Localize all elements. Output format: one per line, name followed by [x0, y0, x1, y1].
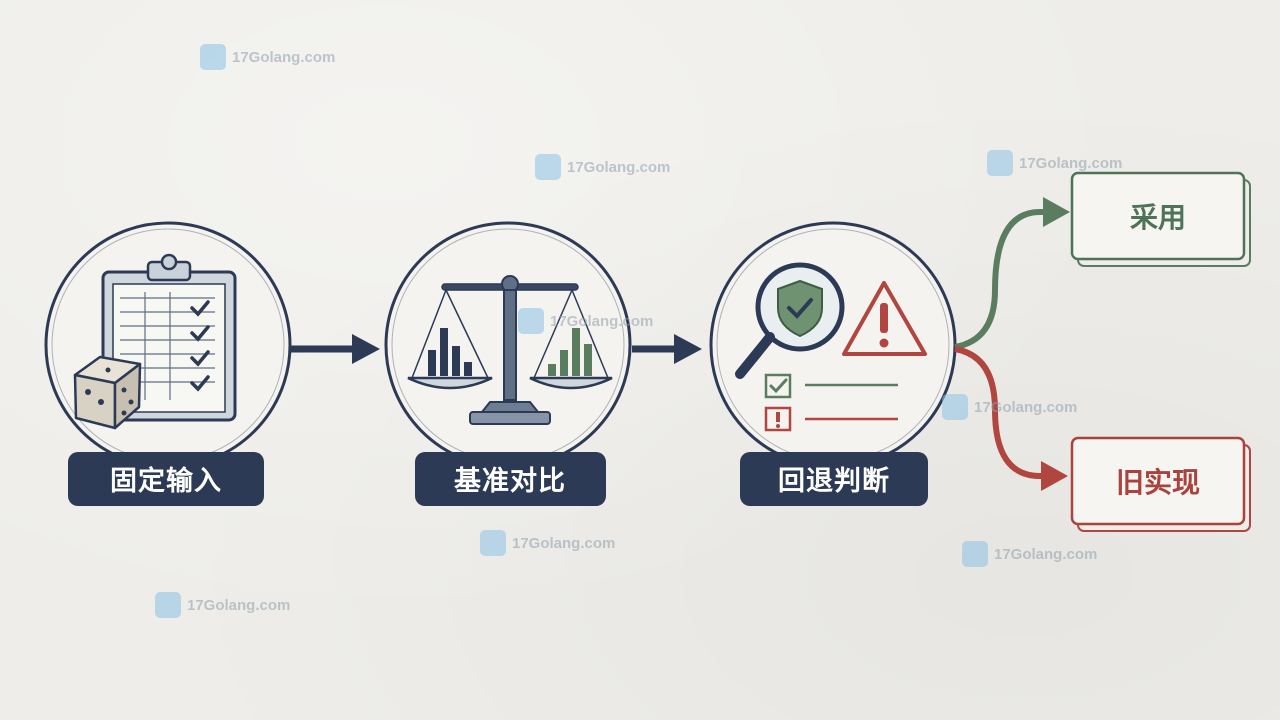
watermark-logo-icon: [480, 530, 506, 556]
watermark-logo-icon: [942, 394, 968, 420]
branch-arrow-adopt: [954, 197, 1070, 350]
outcome-old-label: 旧实现: [1116, 466, 1200, 499]
watermark-domain: 17Golang.com: [567, 158, 671, 176]
magnifier-warning-icon: [735, 262, 927, 432]
watermark: 17Golang.com: [155, 592, 290, 618]
watermark: 17Golang.com: [942, 394, 1077, 420]
outcome-adopt-label: 采用: [1130, 201, 1186, 234]
watermark: 17Golang.com: [535, 154, 670, 180]
arrow-2: [632, 334, 702, 364]
watermark: 17Golang.com: [987, 150, 1122, 176]
watermark-logo-icon: [962, 541, 988, 567]
watermark-domain: 17Golang.com: [1019, 154, 1123, 172]
step-2-label-pill: 基准对比: [415, 452, 606, 506]
watermark-domain: 17Golang.com: [994, 545, 1098, 563]
step-3-label: 回退判断: [778, 466, 890, 497]
watermark-domain: 17Golang.com: [974, 398, 1078, 416]
clipboard-dice-icon: [73, 253, 237, 430]
balance-scale-icon: [407, 275, 613, 425]
branch-arrow-old: [954, 346, 1068, 491]
step-2-label: 基准对比: [454, 466, 566, 497]
watermark: 17Golang.com: [480, 530, 615, 556]
step-3-label-pill: 回退判断: [740, 452, 928, 506]
step-1-label-pill: 固定输入: [68, 452, 264, 506]
watermark-logo-icon: [987, 150, 1013, 176]
watermark-domain: 17Golang.com: [187, 596, 291, 614]
watermark-logo-icon: [155, 592, 181, 618]
watermark-domain: 17Golang.com: [512, 534, 616, 552]
watermark-logo-icon: [535, 154, 561, 180]
watermark: 17Golang.com: [962, 541, 1097, 567]
watermark-logo-icon: [518, 308, 544, 334]
watermark-domain: 17Golang.com: [232, 48, 336, 66]
step-1-label: 固定输入: [110, 465, 222, 497]
outcome-old-box: 旧实现: [1070, 436, 1251, 532]
outcome-adopt-box: 采用: [1070, 171, 1251, 267]
watermark: 17Golang.com: [200, 44, 335, 70]
watermark: 17Golang.com: [518, 308, 653, 334]
watermark-logo-icon: [200, 44, 226, 70]
arrow-1: [290, 334, 380, 364]
watermark-domain: 17Golang.com: [550, 312, 654, 330]
